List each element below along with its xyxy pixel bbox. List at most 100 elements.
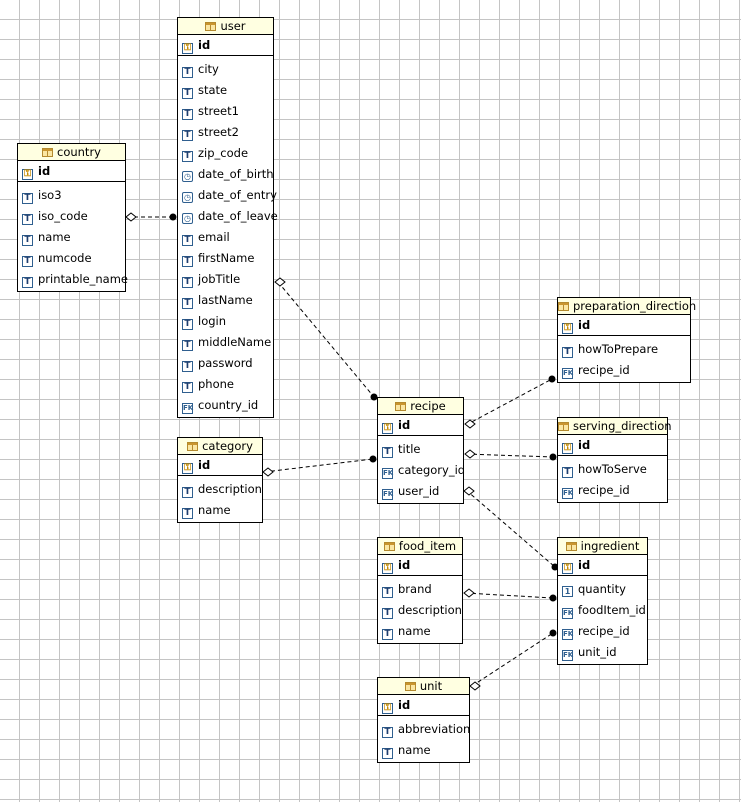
entity-title: country	[57, 145, 101, 159]
primary-key-label: id	[398, 418, 411, 432]
attribute-label: description	[398, 603, 462, 617]
attribute-label: name	[398, 743, 431, 757]
primary-key-row[interactable]: ⚿id	[378, 695, 469, 716]
numeric-type-icon: 1	[562, 586, 573, 597]
entity-header: unit	[378, 678, 469, 695]
attribute-label: howToPrepare	[578, 342, 659, 356]
date-type-icon: ◷	[182, 192, 193, 203]
text-type-icon: T	[382, 587, 393, 598]
entity-header: serving_direction	[558, 418, 672, 435]
primary-key-row[interactable]: ⚿id	[178, 35, 273, 56]
table-icon	[565, 542, 577, 551]
relationship-line[interactable]	[464, 375, 556, 429]
primary-key-row[interactable]: ⚿id	[178, 455, 262, 476]
attribute-label: recipe_id	[578, 363, 630, 377]
primary-key-label: id	[398, 698, 411, 712]
relationship-line[interactable]	[125, 212, 177, 222]
primary-key-row[interactable]: ⚿id	[378, 415, 463, 436]
relationship-line[interactable]	[463, 486, 559, 571]
relationship-line[interactable]	[463, 588, 557, 602]
date-type-icon: ◷	[182, 171, 193, 182]
primary-key-row[interactable]: ⚿id	[558, 555, 647, 576]
relationship-line[interactable]	[469, 629, 557, 691]
attribute-row[interactable]: ◷date_of_birth	[178, 164, 274, 185]
attribute-row[interactable]: ◷date_of_leave	[178, 206, 278, 227]
attribute-label: jobTitle	[198, 272, 241, 286]
entity-title: user	[220, 19, 246, 33]
foreign-key-icon: FK	[182, 403, 194, 414]
text-type-icon: T	[182, 319, 193, 330]
aggregation-diamond-icon	[464, 449, 476, 459]
text-type-icon: T	[382, 748, 393, 759]
relationship-line[interactable]	[274, 277, 378, 401]
primary-key-row[interactable]: ⚿id	[18, 161, 125, 182]
relationship-line[interactable]	[262, 455, 377, 477]
primary-key-row[interactable]: ⚿id	[558, 435, 667, 456]
attribute-row[interactable]: ◷date_of_entry	[178, 185, 277, 206]
entity-header: country	[18, 144, 125, 161]
primary-key-row[interactable]: ⚿id	[558, 315, 690, 336]
primary-key-row[interactable]: ⚿id	[378, 555, 462, 576]
primary-key-label: id	[198, 38, 211, 52]
primary-key-label: id	[578, 558, 591, 572]
cardinality-dot-icon	[548, 375, 556, 383]
relationship-line[interactable]	[464, 449, 557, 461]
entity-title: category	[202, 439, 253, 453]
attribute-label: recipe_id	[578, 483, 630, 497]
entity-title: preparation_direction	[573, 299, 697, 313]
entity-header: user	[178, 18, 273, 35]
text-type-icon: T	[382, 727, 393, 738]
attribute-label: phone	[198, 377, 234, 391]
text-type-icon: T	[182, 508, 193, 519]
primary-key-label: id	[398, 558, 411, 572]
attribute-label: category_id	[398, 463, 466, 477]
text-type-icon: T	[182, 235, 193, 246]
